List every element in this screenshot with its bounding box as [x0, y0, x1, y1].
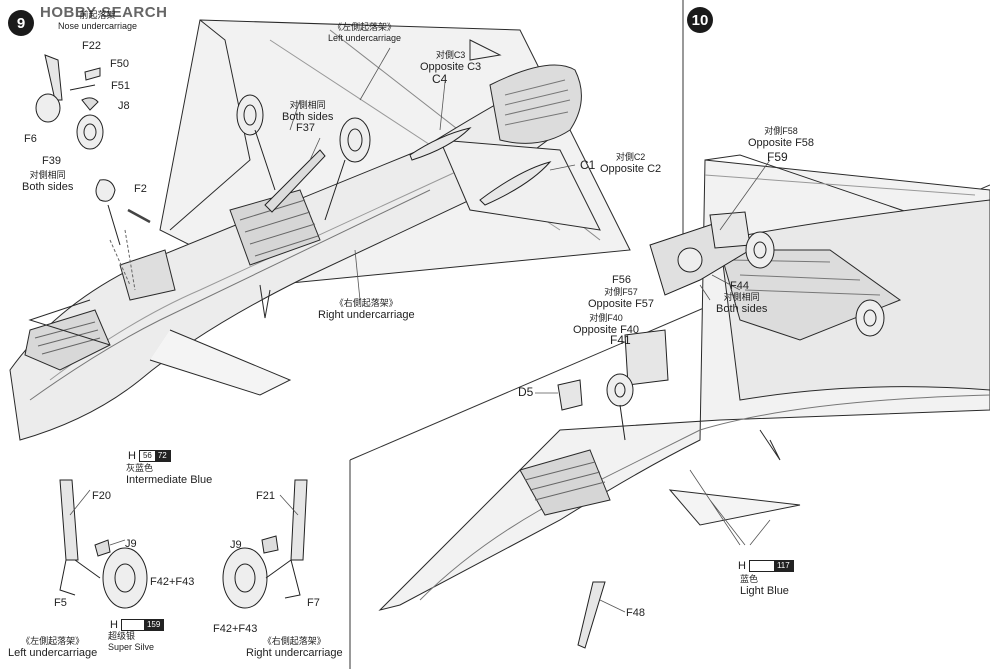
part-f59: F59: [767, 150, 788, 164]
paint-chip-super-silver: H 159: [110, 619, 165, 631]
watermark: HOBBY SEARCH: [40, 4, 168, 21]
aircraft-step10: [378, 154, 990, 611]
right-undercarriage-bottom-label: 《右側起落架》Right undercarriage: [246, 636, 343, 659]
part-f42-f43-right: F42+F43: [213, 623, 258, 635]
part-c1: C1: [580, 158, 596, 172]
step-9-badge: 9: [8, 10, 34, 36]
part-f48: F48: [626, 607, 645, 619]
part-f7: F7: [307, 597, 320, 609]
part-f22: F22: [82, 40, 101, 52]
part-f5: F5: [54, 597, 67, 609]
part-f42-f43-left: F42+F43: [150, 576, 195, 588]
part-j9-left: J9: [125, 538, 137, 550]
part-j8: J8: [118, 100, 130, 112]
part-f44: F44: [730, 280, 749, 292]
part-d5: D5: [518, 385, 534, 399]
part-f51: F51: [111, 80, 130, 92]
left-gear-detail: [59, 479, 148, 609]
left-undercarriage-label: 《左側起落架》Left undercarriage: [328, 22, 402, 43]
part-f41: F41: [610, 333, 631, 347]
right-gear-detail: [222, 479, 308, 609]
wheels-step9: [236, 47, 576, 301]
part-f50: F50: [110, 58, 129, 70]
part-f37: F37: [296, 122, 315, 134]
right-undercarriage-label: 《右側起落架》Right undercarriage: [318, 298, 415, 321]
left-undercarriage-bottom-label: 《左側起落架》Left undercarriage: [8, 636, 98, 659]
step-10-badge: 10: [687, 7, 713, 33]
part-f21: F21: [256, 490, 275, 502]
part-j9-right: J9: [230, 539, 242, 551]
part-f39: F39: [42, 155, 61, 167]
aircraft-step9: [9, 19, 631, 441]
part-f2: F2: [134, 183, 147, 195]
paint-chip-light-blue: H 117: [738, 560, 794, 572]
part-c4: C4: [432, 72, 448, 86]
step10-parts: [535, 159, 885, 649]
part-f56: F56: [612, 274, 631, 286]
part-f6: F6: [24, 133, 37, 145]
nose-gear-parts: [35, 54, 151, 291]
part-f20: F20: [92, 490, 111, 502]
